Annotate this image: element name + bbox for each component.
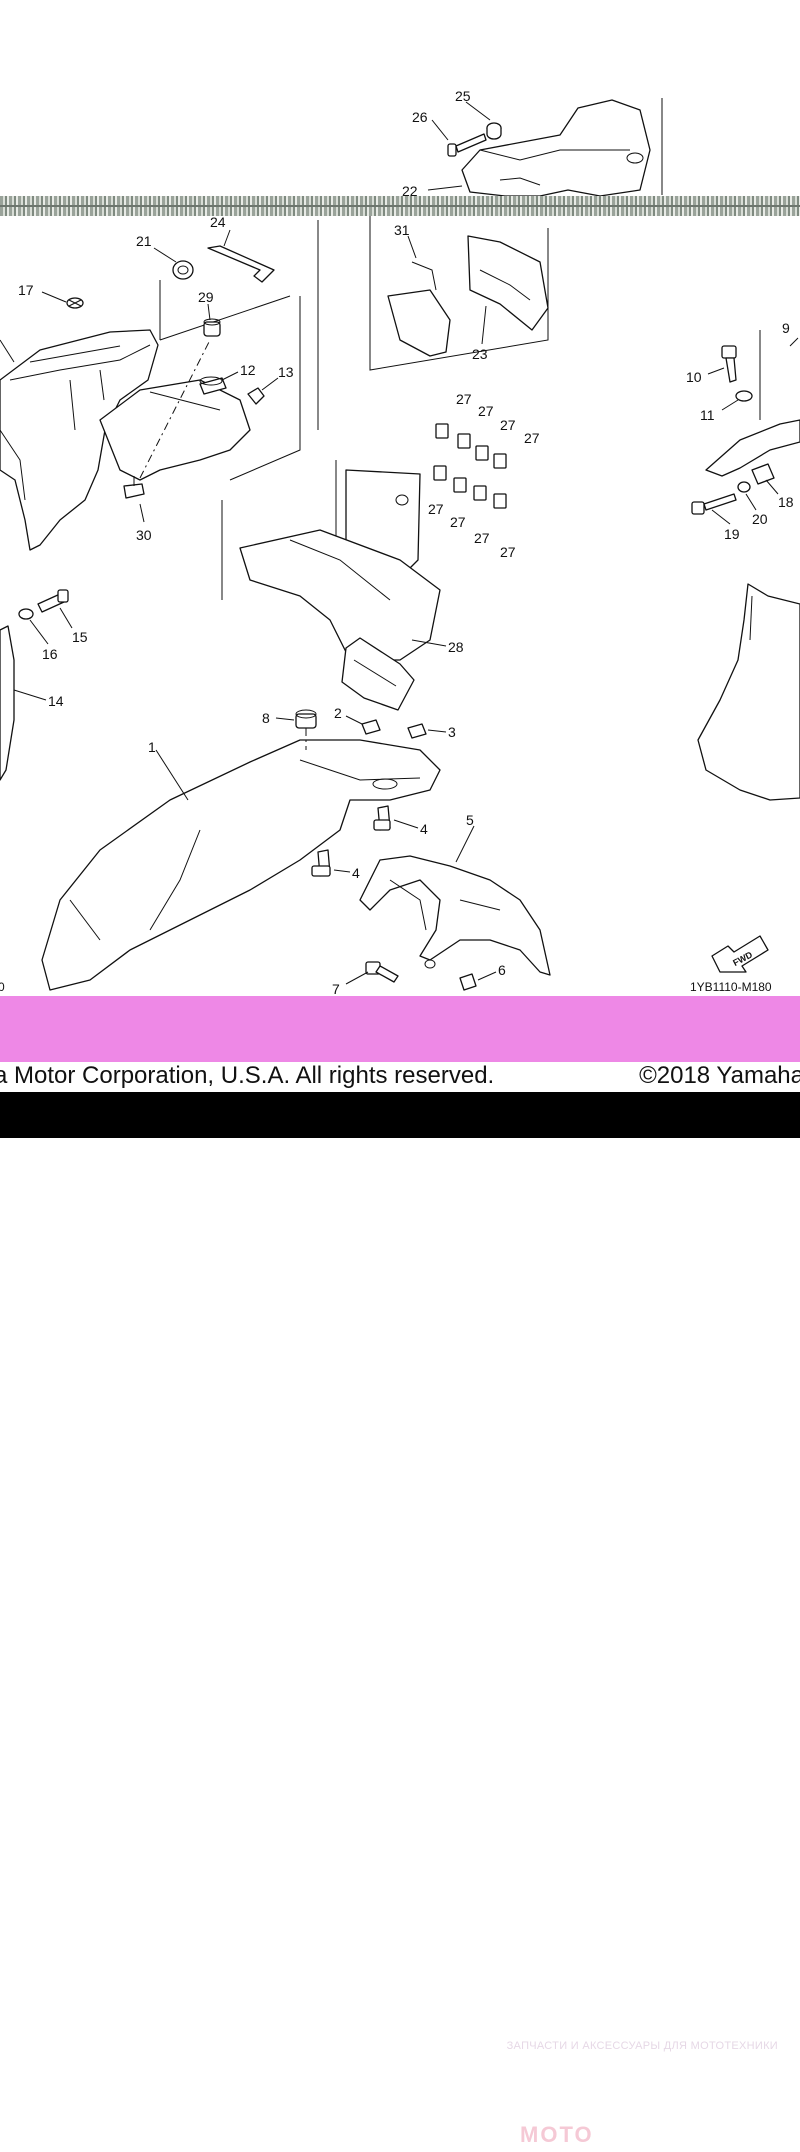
callout-4-upper: 4: [420, 821, 428, 837]
bolt-4-lower: [311, 849, 331, 877]
collar-29: [203, 318, 221, 337]
side-cover-14: [0, 625, 15, 781]
callout-11: 11: [700, 407, 715, 423]
screw-30: [123, 476, 145, 499]
black-bottom-band: [0, 1092, 800, 1138]
nut-13: [247, 387, 265, 405]
bolt-26: [447, 133, 487, 157]
damper-8: [295, 709, 317, 729]
callout-12: 12: [240, 362, 256, 378]
bolt-15: [37, 589, 69, 613]
callout-6: 6: [498, 962, 506, 978]
callout-23: 23: [472, 346, 488, 362]
callout-13: 13: [278, 364, 294, 380]
collar-25: [486, 122, 502, 140]
callout-24: 24: [210, 214, 226, 230]
bolt-19: [691, 493, 737, 515]
callout-5: 5: [466, 812, 474, 828]
license-plate-28: [239, 469, 441, 711]
callout-27-e: 27: [428, 501, 444, 517]
copyright-right: ©2018 Yamaha: [639, 1062, 800, 1089]
rear-fender-left: [0, 280, 301, 551]
diagram-code: 1YB1110-M180: [690, 980, 772, 994]
bracket-31: [387, 261, 451, 357]
callout-19: 19: [724, 526, 740, 542]
callout-2: 2: [334, 705, 342, 721]
diagram-left-fragment: 0: [0, 980, 5, 994]
part-22-bracket: [461, 98, 663, 197]
scan-band-top: [0, 196, 800, 216]
callout-9: 9: [782, 320, 790, 336]
callout-17: 17: [18, 282, 34, 298]
callout-27-c: 27: [500, 417, 516, 433]
callout-27-f: 27: [450, 514, 466, 530]
pink-overlay-band: ЗАПЧАСТИ И АКСЕССУАРЫ ДЛЯ МОТОТЕХНИКИ: [0, 996, 800, 2052]
callout-29: 29: [198, 289, 214, 305]
mud-guard-5: [359, 855, 551, 976]
fwd-arrow-icon: FWD: [711, 935, 769, 973]
callout-7: 7: [332, 981, 340, 997]
callout-27-h: 27: [500, 544, 516, 560]
bolt-10: [721, 345, 737, 383]
callout-10: 10: [686, 369, 702, 385]
mud-flap-right: [697, 583, 800, 801]
callout-25: 25: [455, 88, 471, 104]
callout-16: 16: [42, 646, 58, 662]
sticker-24: [207, 245, 275, 283]
nut-3: [407, 723, 427, 739]
callout-20: 20: [752, 511, 768, 527]
bracket-9: [705, 330, 800, 477]
washer-16: [18, 608, 34, 620]
callout-28: 28: [448, 639, 464, 655]
callout-31: 31: [394, 222, 410, 238]
bolt-4-upper: [373, 805, 391, 831]
watermark-text: ЗАПЧАСТИ И АКСЕССУАРЫ ДЛЯ МОТОТЕХНИКИ: [506, 2040, 778, 2052]
callout-8: 8: [262, 710, 270, 726]
front-fender-1: [41, 739, 441, 991]
collar-18: [751, 463, 775, 485]
nut-6: [459, 973, 477, 991]
clip-17: [66, 297, 84, 309]
callout-14: 14: [48, 693, 64, 709]
nut-2: [361, 719, 381, 735]
callout-15: 15: [72, 629, 88, 645]
grommet-21: [172, 260, 194, 280]
callout-4-lower: 4: [352, 865, 360, 881]
callout-27-g: 27: [474, 530, 490, 546]
watermark-stamp: MOTO: [520, 2122, 594, 2147]
washer-20: [737, 481, 751, 493]
callout-3: 3: [448, 724, 456, 740]
bracket-23: [467, 235, 549, 331]
callout-1: 1: [148, 739, 156, 755]
callout-27-b: 27: [478, 403, 494, 419]
callout-27-a: 27: [456, 391, 472, 407]
damper-12: [199, 376, 227, 395]
washer-11: [735, 390, 753, 402]
callout-18: 18: [778, 494, 794, 510]
parts-diagram: 25 26 22 24 21 17 29 1: [0, 88, 800, 997]
callout-27-d: 27: [524, 430, 540, 446]
bolt-7: [365, 961, 399, 983]
callout-30: 30: [136, 527, 152, 543]
copyright-left: a Motor Corporation, U.S.A. All rights r…: [0, 1062, 495, 1089]
callout-22: 22: [402, 183, 418, 199]
copyright-footer: a Motor Corporation, U.S.A. All rights r…: [0, 1062, 800, 2147]
callout-26: 26: [412, 109, 428, 125]
light-cubes-27: [433, 423, 507, 509]
callout-21: 21: [136, 233, 152, 249]
